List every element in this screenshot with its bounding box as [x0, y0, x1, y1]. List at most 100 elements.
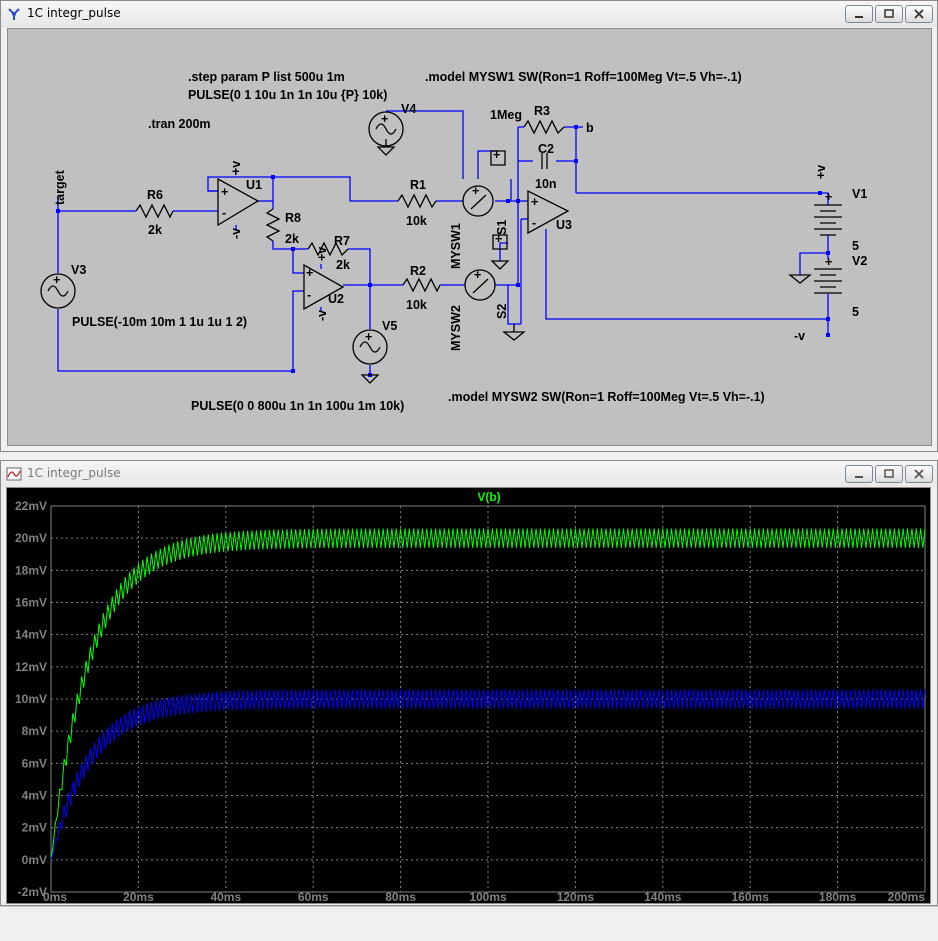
plot-traces	[50, 528, 926, 860]
x-tick-label: 100ms	[469, 890, 507, 903]
u3-label[interactable]: U3	[556, 218, 572, 232]
r6-value[interactable]: 2k	[148, 223, 162, 237]
minimize-button[interactable]	[845, 5, 873, 23]
r1-label[interactable]: R1	[410, 178, 426, 192]
schematic-window-title: 1C integr_pulse	[27, 6, 121, 20]
plot-restore-button[interactable]	[875, 465, 903, 483]
trace-series-1	[50, 689, 926, 860]
close-button[interactable]	[905, 5, 933, 23]
c2-value[interactable]: 10n	[535, 177, 557, 191]
s2-label[interactable]: S2	[495, 304, 509, 319]
y-tick-label: 8mV	[22, 724, 47, 738]
x-tick-label: 80ms	[385, 890, 416, 903]
svg-text:+: +	[825, 255, 832, 269]
plot-titlebar[interactable]: 1C integr_pulse	[1, 461, 937, 487]
y-tick-label: 22mV	[15, 499, 47, 513]
v3-pulse-spec[interactable]: PULSE(-10m 10m 1 1u 1u 1 2)	[72, 315, 247, 329]
r8-value[interactable]: 2k	[285, 232, 299, 246]
restore-icon	[884, 9, 894, 18]
close-icon	[914, 9, 924, 19]
svg-text:+: +	[221, 185, 228, 199]
svg-text:+: +	[53, 273, 60, 287]
status-bar	[0, 906, 938, 941]
r3-value[interactable]: 1Meg	[490, 108, 522, 122]
y-tick-label: 10mV	[15, 692, 47, 706]
v2-value[interactable]: 5	[852, 305, 859, 319]
model-mysw2-directive[interactable]: .model MYSW2 SW(Ron=1 Roff=100Meg Vt=.5 …	[448, 390, 765, 404]
waveform-chart[interactable]: 22mV20mV18mV16mV14mV12mV10mV8mV6mV4mV2mV…	[7, 488, 930, 904]
r2-label[interactable]: R2	[410, 264, 426, 278]
r7-value[interactable]: 2k	[336, 258, 350, 272]
y-tick-label: 0mV	[22, 853, 47, 867]
r7-label[interactable]: R7	[334, 234, 350, 248]
y-tick-label: 20mV	[15, 531, 47, 545]
close-icon	[914, 469, 924, 479]
r3-label[interactable]: R3	[534, 104, 550, 118]
s1-label[interactable]: S1	[495, 220, 509, 235]
x-tick-label: 60ms	[298, 890, 329, 903]
tran-directive[interactable]: .tran 200m	[148, 117, 211, 131]
model-mysw1-directive[interactable]: .model MYSW1 SW(Ron=1 Roff=100Meg Vt=.5 …	[425, 70, 742, 84]
minimize-icon	[855, 476, 863, 478]
v5-label[interactable]: V5	[382, 319, 397, 333]
v4-pulse-spec[interactable]: PULSE(0 1 10u 1n 1n 10u {P} 10k)	[188, 88, 387, 102]
v1-label[interactable]: V1	[852, 187, 867, 201]
y-tick-label: 4mV	[22, 789, 47, 803]
net-label-target[interactable]: target	[53, 169, 67, 205]
minus-v-flag[interactable]: -v	[794, 329, 805, 343]
v5-pulse-spec[interactable]: PULSE(0 0 800u 1n 1n 100u 1m 10k)	[191, 399, 404, 413]
svg-text:-: -	[307, 288, 311, 302]
schematic-wires	[57, 110, 829, 375]
x-tick-label: 0ms	[43, 890, 67, 903]
net-label-b[interactable]: b	[586, 121, 594, 135]
y-tick-label: 6mV	[22, 756, 47, 770]
x-tick-label: 200ms	[888, 890, 926, 903]
mysw2-label[interactable]: MYSW2	[449, 305, 463, 351]
v1-value[interactable]: 5	[852, 239, 859, 253]
y-tick-label: -2mV	[18, 885, 47, 899]
schematic-titlebar[interactable]: 1C integr_pulse	[1, 1, 937, 27]
restore-button[interactable]	[875, 5, 903, 23]
plot-close-button[interactable]	[905, 465, 933, 483]
u2-plus-v-label: +v	[315, 247, 329, 261]
pin-signs: + - + - + - + + + + + + + + +	[53, 112, 832, 344]
schematic-canvas[interactable]: + - + - + - + + + + + + + + + .step para…	[7, 28, 932, 446]
step-directive[interactable]: .step param P list 500u 1m	[188, 70, 345, 84]
minimize-icon	[855, 16, 863, 18]
plot-window-title: 1C integr_pulse	[27, 466, 121, 480]
y-axis-tick-labels: 22mV20mV18mV16mV14mV12mV10mV8mV6mV4mV2mV…	[15, 499, 47, 899]
svg-text:+: +	[472, 184, 479, 198]
svg-text:+: +	[381, 112, 388, 126]
r2-value[interactable]: 10k	[406, 298, 427, 312]
mysw1-label[interactable]: MYSW1	[449, 223, 463, 269]
svg-text:+: +	[493, 148, 500, 162]
u1-plus-v-label: +v	[229, 161, 243, 175]
schematic-drawing[interactable]: + - + - + - + + + + + + + + + .step para…	[8, 29, 931, 445]
trace-series-0	[50, 528, 926, 860]
u2-label[interactable]: U2	[328, 292, 344, 306]
v3-label[interactable]: V3	[71, 263, 86, 277]
y-tick-label: 12mV	[15, 660, 47, 674]
r1-value[interactable]: 10k	[406, 214, 427, 228]
plot-grid	[50, 505, 926, 893]
v4-label[interactable]: V4	[401, 102, 416, 116]
v2-label[interactable]: V2	[852, 254, 867, 268]
r8-label[interactable]: R8	[285, 211, 301, 225]
x-tick-label: 180ms	[819, 890, 857, 903]
c2-label[interactable]: C2	[538, 142, 554, 156]
x-tick-label: 20ms	[123, 890, 154, 903]
y-tick-label: 2mV	[22, 821, 47, 835]
u1-label[interactable]: U1	[246, 178, 262, 192]
r6-label[interactable]: R6	[147, 188, 163, 202]
svg-text:+: +	[474, 268, 481, 282]
svg-text:-: -	[222, 206, 226, 220]
trace-label-vb[interactable]: V(b)	[477, 490, 500, 504]
restore-icon	[884, 469, 894, 478]
x-tick-label: 140ms	[644, 890, 682, 903]
x-tick-label: 40ms	[210, 890, 241, 903]
svg-text:+: +	[365, 330, 372, 344]
plus-v-flag[interactable]: +v	[814, 165, 828, 179]
plot-minimize-button[interactable]	[845, 465, 873, 483]
